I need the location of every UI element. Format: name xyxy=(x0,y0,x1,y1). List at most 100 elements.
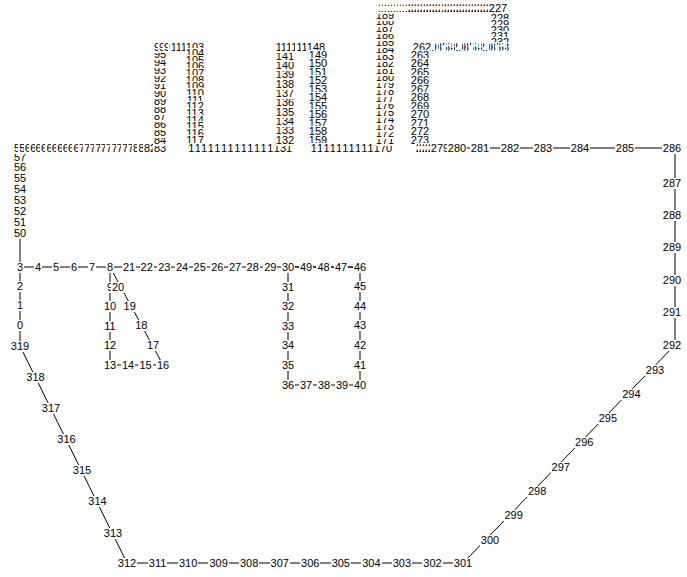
vertex-number: 308 xyxy=(239,558,259,569)
vertex-number: 52 xyxy=(13,206,27,217)
vertex-number: 4 xyxy=(34,262,42,273)
vertex-number: 54 xyxy=(13,184,27,195)
vertex-number: 25 xyxy=(193,262,207,273)
vertex-number: 291 xyxy=(662,307,682,318)
vertex-number: 39 xyxy=(335,380,349,391)
vertex-number: 319 xyxy=(10,341,30,352)
vertex-number: 312 xyxy=(117,558,137,569)
vertex-number: 14 xyxy=(121,360,135,371)
vertex-number: 21 xyxy=(122,262,136,273)
vertex-number: 33 xyxy=(281,321,295,332)
vertex-number: 23 xyxy=(157,262,171,273)
vertex-number: 28 xyxy=(246,262,260,273)
vertex-number: 46 xyxy=(353,262,367,273)
vertex-number: 8 xyxy=(106,262,114,273)
vertex-number: 24 xyxy=(175,262,189,273)
vertex-number: 2 xyxy=(16,281,24,292)
vertex-number: 286 xyxy=(662,143,682,154)
vertex-number: 309 xyxy=(208,558,228,569)
vertex-number: 311 xyxy=(148,558,168,569)
vertex-number: 7 xyxy=(88,262,96,273)
vertex-number: 303 xyxy=(392,558,412,569)
vertex-number: 304 xyxy=(361,558,381,569)
vertex-number: 293 xyxy=(645,365,665,376)
vertex-number: 296 xyxy=(574,437,594,448)
vertex-number: 55 xyxy=(13,173,27,184)
vertex-number: 15 xyxy=(138,360,152,371)
vertex-number: 26 xyxy=(210,262,224,273)
vertex-number: 13 xyxy=(103,360,117,371)
vertex-number: 22 xyxy=(140,262,154,273)
vertex-number: 44 xyxy=(353,301,367,312)
vertex-number: 301 xyxy=(453,558,473,569)
vertex-number: 56 xyxy=(13,162,27,173)
vertex-number: 48 xyxy=(316,262,330,273)
vertex-number: 32 xyxy=(281,301,295,312)
vertex-number: 295 xyxy=(598,413,618,424)
vertex-number: 18 xyxy=(134,320,148,331)
vertex-number: 281 xyxy=(470,143,490,154)
vertex-number: 288 xyxy=(662,210,682,221)
vertex-number: 29 xyxy=(263,262,277,273)
vertex-number: 280 xyxy=(447,143,467,154)
vertex-number: 298 xyxy=(527,486,547,497)
vertex-number: 307 xyxy=(270,558,290,569)
vertex-number: 297 xyxy=(551,462,571,473)
vertex-number: 317 xyxy=(41,403,61,414)
vertex-number: 302 xyxy=(422,558,442,569)
vertex-number: 300 xyxy=(480,535,500,546)
vertex-number: 20 xyxy=(111,282,125,293)
vertex-number: 0 xyxy=(16,320,24,331)
vertex-number: 292 xyxy=(662,340,682,351)
vertex-number: 36 xyxy=(281,380,295,391)
vertex-number: 37 xyxy=(299,380,313,391)
vertex-number: 40 xyxy=(353,380,367,391)
vertex-number: 27 xyxy=(228,262,242,273)
vertex-number: 299 xyxy=(503,510,523,521)
vertex-number: 35 xyxy=(281,360,295,371)
vertex-number: 53 xyxy=(13,195,27,206)
vertex-number: 289 xyxy=(662,242,682,253)
vertex-number: 305 xyxy=(331,558,351,569)
outer-outline xyxy=(20,8,675,563)
vertex-number: 1 xyxy=(16,300,24,311)
vertex-number: 49 xyxy=(299,262,313,273)
vertex-number: 315 xyxy=(72,465,92,476)
triangle-hole xyxy=(110,267,163,365)
vertex-number: 285 xyxy=(615,143,635,154)
vertex-number: 50 xyxy=(13,228,27,239)
vertex-number: 38 xyxy=(317,380,331,391)
rectangle-hole xyxy=(288,267,360,385)
vertex-number: 310 xyxy=(178,558,198,569)
vertex-number: 17 xyxy=(146,340,160,351)
vertex-number: 30 xyxy=(281,262,295,273)
vertex-number: 284 xyxy=(570,143,590,154)
vertex-number: 42 xyxy=(353,340,367,351)
vertex-number: 316 xyxy=(56,434,76,445)
vertex-number: 41 xyxy=(353,360,367,371)
vertex-number: 11 xyxy=(103,321,116,332)
vertex-number: 34 xyxy=(281,340,295,351)
vertex-number: 5 xyxy=(52,262,60,273)
vertex-number: 10 xyxy=(103,301,117,312)
vertex-number: 47 xyxy=(334,262,348,273)
vertex-number: 6 xyxy=(70,262,78,273)
vertex-number: 294 xyxy=(621,389,641,400)
vertex-number: 12 xyxy=(103,340,117,351)
vertex-number: 318 xyxy=(25,372,45,383)
vertex-number: 16 xyxy=(156,360,170,371)
vertex-number: 19 xyxy=(123,301,137,312)
vertex-number: 283 xyxy=(533,143,553,154)
vertex-number: 43 xyxy=(353,320,367,331)
vertex-number: 51 xyxy=(13,217,27,228)
vertex-number: 282 xyxy=(500,143,520,154)
vertex-number: 314 xyxy=(87,496,107,507)
vertex-number: 290 xyxy=(662,275,682,286)
vertex-number: 306 xyxy=(300,558,320,569)
vertex-number: 287 xyxy=(662,178,682,189)
vertex-number: 31 xyxy=(281,282,295,293)
vertex-number: 313 xyxy=(103,528,123,539)
vertex-number: 45 xyxy=(353,281,367,292)
vertex-number: 3 xyxy=(16,262,24,273)
